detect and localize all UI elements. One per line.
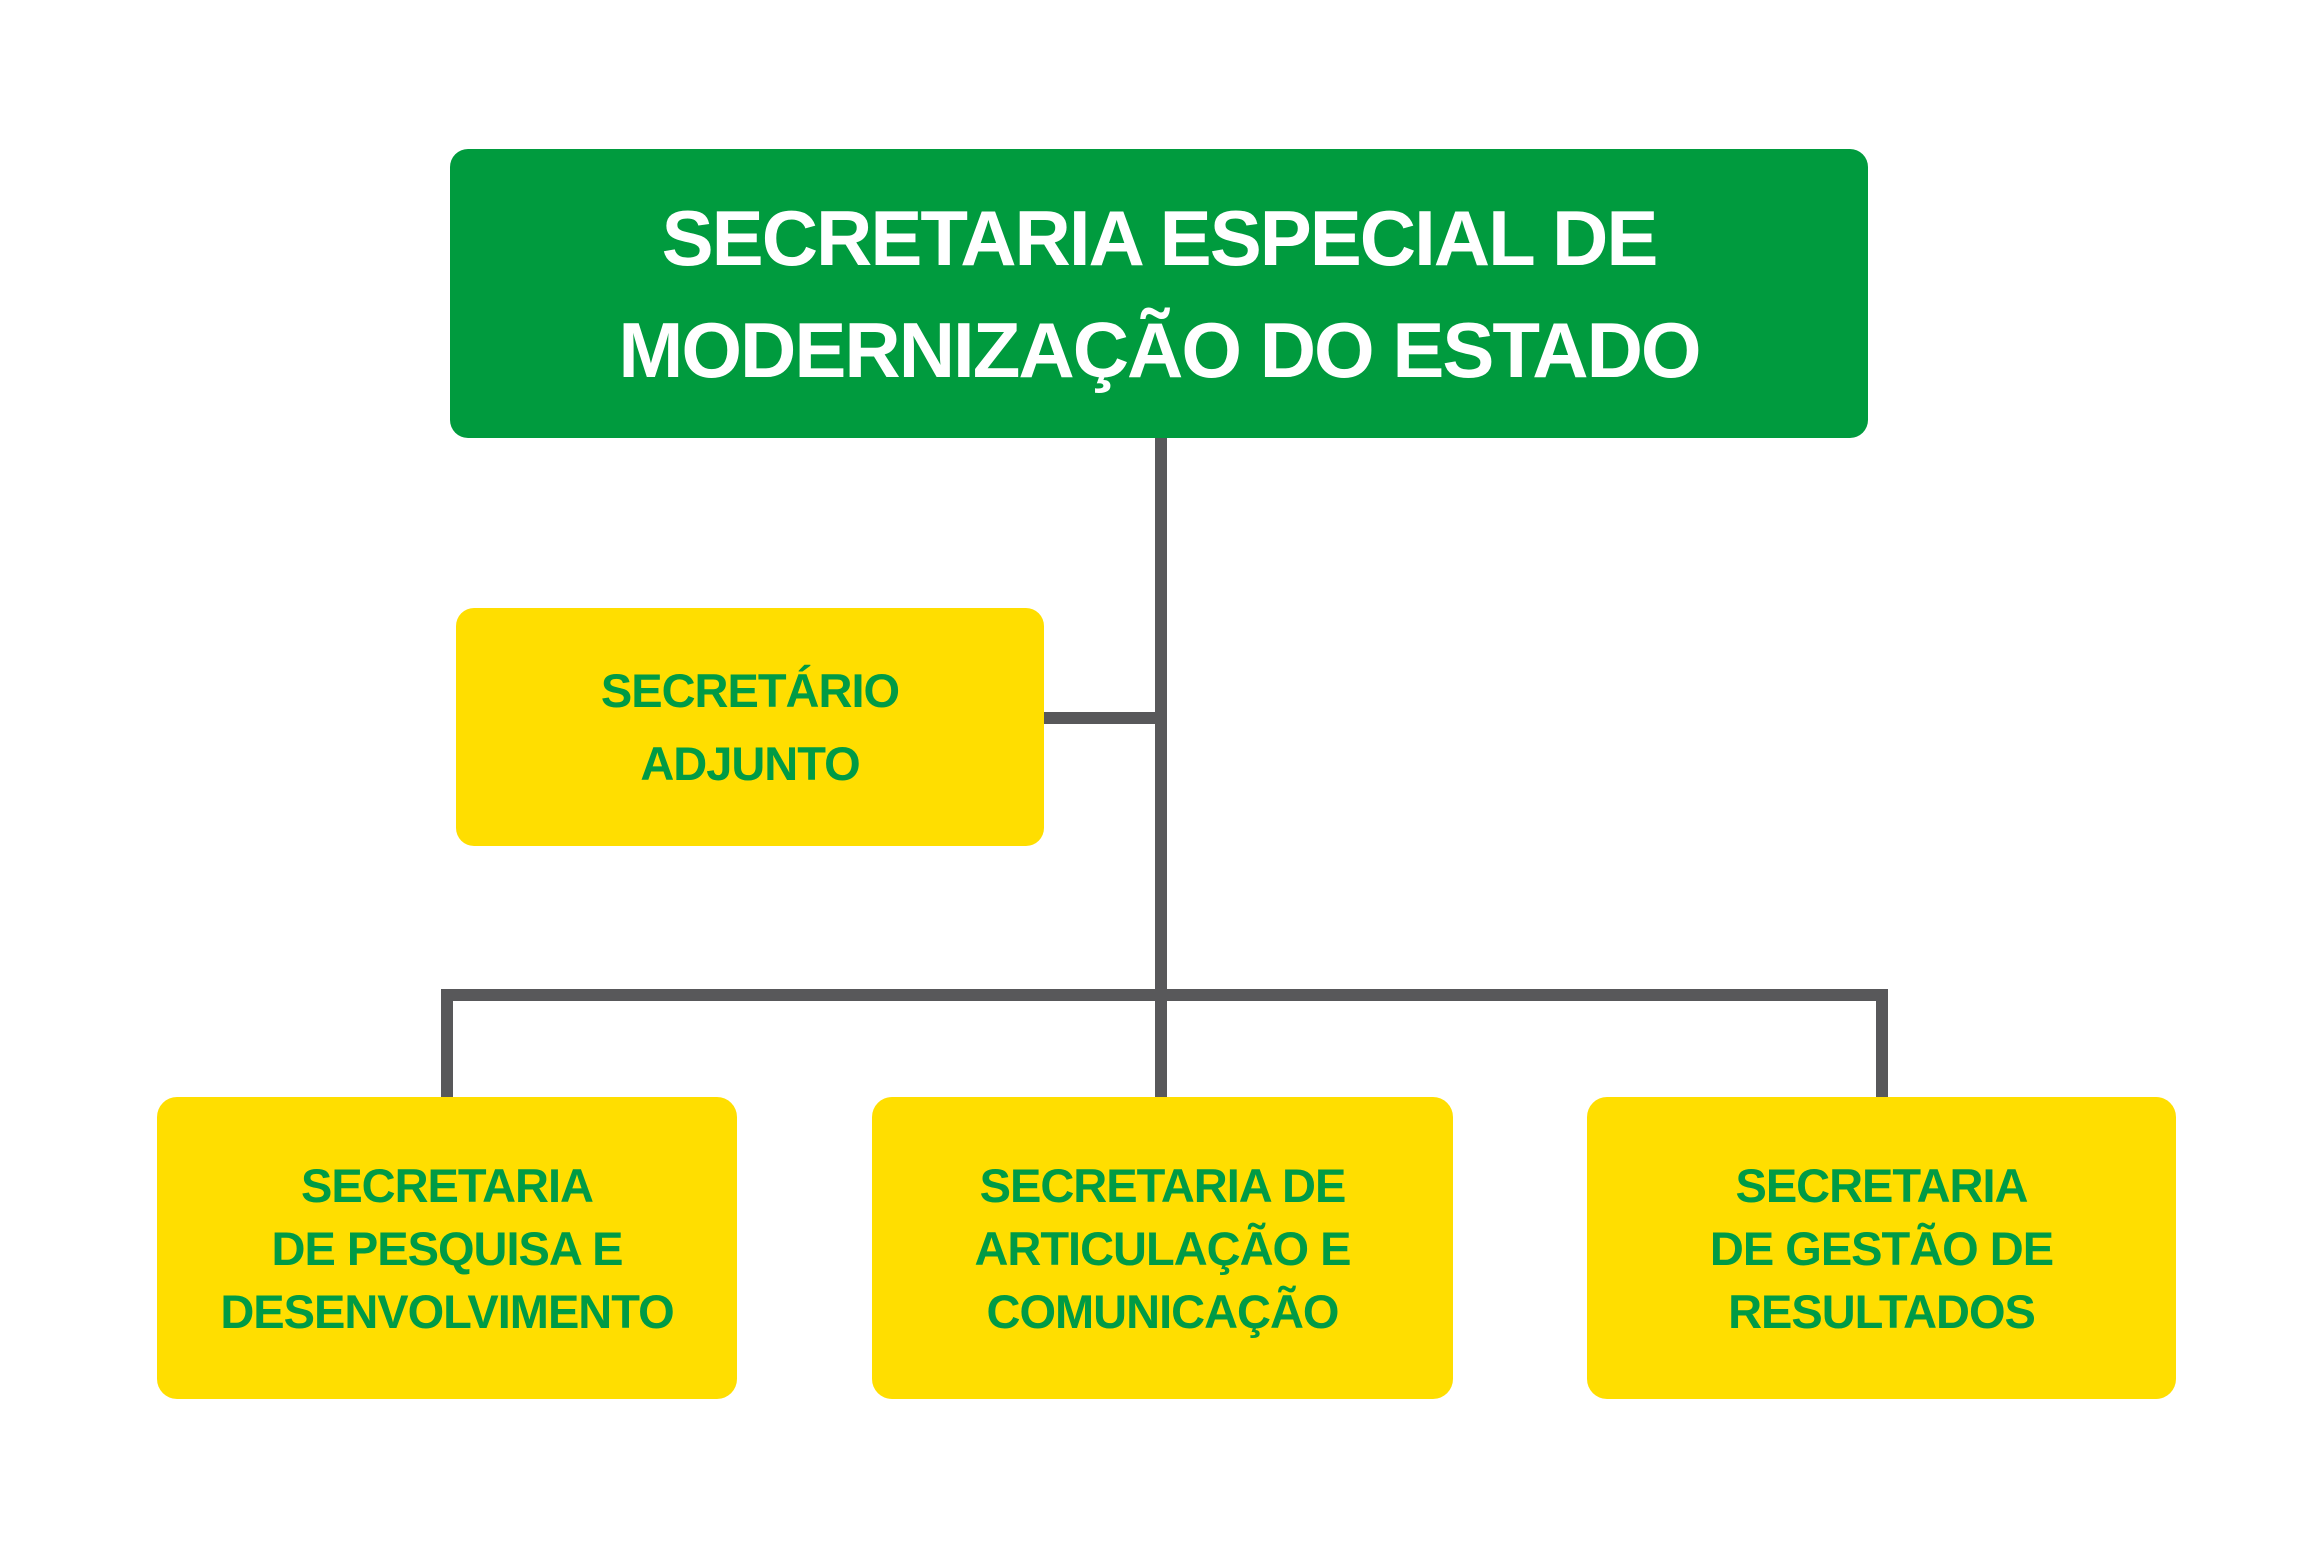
node-label-line: MODERNIZAÇÃO DO ESTADO: [618, 305, 1701, 394]
node-label-line: DE GESTÃO DE: [1709, 1221, 2054, 1275]
node-label-line: SECRETARIA: [1735, 1158, 2028, 1212]
node-label-line: DESENVOLVIMENTO: [220, 1284, 674, 1338]
connector-branch-horizontal: [441, 989, 1888, 1001]
node-secretaria-articulacao-comunicacao: SECRETARIA DE ARTICULAÇÃO E COMUNICAÇÃO: [872, 1097, 1453, 1399]
connector-adjunto-stub: [1044, 712, 1167, 724]
connector-drop-right: [1876, 989, 1888, 1101]
node-secretario-adjunto: SECRETÁRIO ADJUNTO: [456, 608, 1044, 846]
node-label-line: ARTICULAÇÃO E: [974, 1221, 1351, 1275]
node-secretaria-especial: SECRETARIA ESPECIAL DE MODERNIZAÇÃO DO E…: [450, 149, 1868, 438]
node-secretaria-pesquisa-desenvolvimento: SECRETARIA DE PESQUISA E DESENVOLVIMENTO: [157, 1097, 737, 1399]
node-label-line: COMUNICAÇÃO: [986, 1284, 1340, 1338]
node-secretaria-gestao-resultados: SECRETARIA DE GESTÃO DE RESULTADOS: [1587, 1097, 2176, 1399]
node-label-line: SECRETARIA DE: [979, 1158, 1347, 1212]
node-label-line: RESULTADOS: [1728, 1284, 2036, 1338]
node-label-line: SECRETARIA: [300, 1158, 594, 1212]
connector-drop-left: [441, 989, 453, 1101]
connector-root-vertical: [1155, 437, 1167, 1101]
node-label-line: SECRETÁRIO: [600, 664, 900, 717]
node-label-line: DE PESQUISA E: [271, 1221, 624, 1275]
node-label-line: SECRETARIA ESPECIAL DE: [661, 193, 1659, 282]
node-label-line: ADJUNTO: [640, 737, 860, 790]
